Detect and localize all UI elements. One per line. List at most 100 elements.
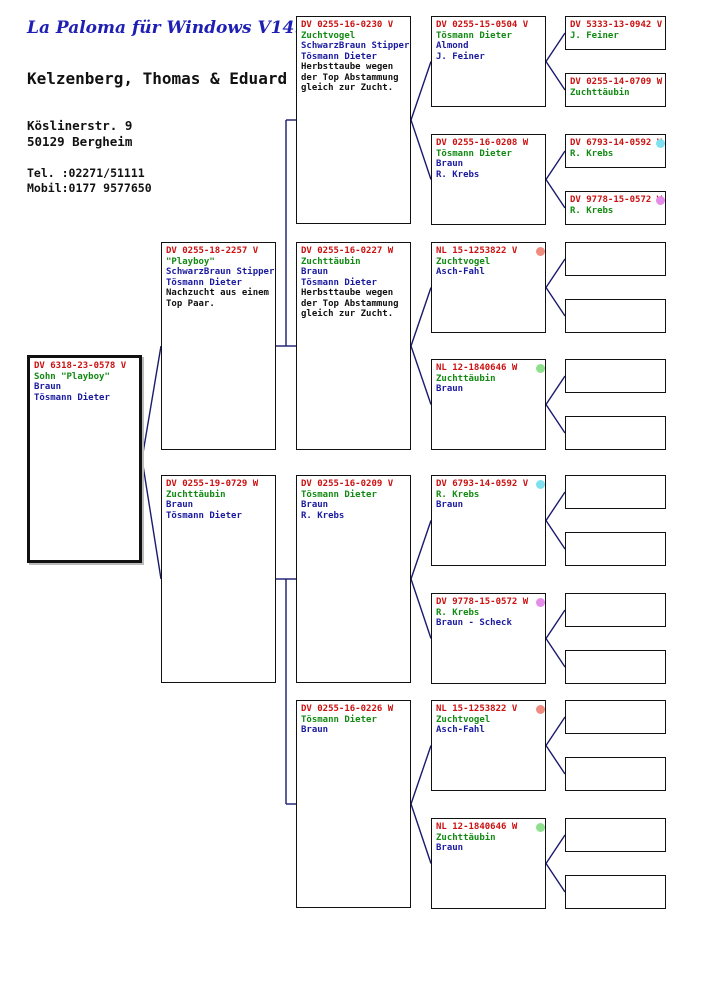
pigeon-card-g4-10[interactable] bbox=[565, 532, 666, 566]
pigeon-info-line: Asch-Fahl bbox=[436, 267, 485, 277]
connector-line bbox=[545, 638, 566, 668]
connector-line bbox=[545, 716, 566, 746]
pigeon-info-line: Tösmann Dieter bbox=[166, 277, 242, 288]
pigeon-info-line: J. Feiner bbox=[436, 51, 485, 62]
pigeon-card-g4-16[interactable] bbox=[565, 875, 666, 909]
pigeon-info-line: Braun bbox=[436, 843, 464, 853]
connector-line bbox=[545, 520, 566, 550]
connector-line bbox=[410, 803, 432, 864]
pigeon-info-line: Herbsttaube wegen der Top Abstammung gle… bbox=[301, 62, 399, 93]
marker-dot-icon bbox=[536, 823, 545, 832]
marker-dot-icon bbox=[536, 705, 545, 714]
owner-street: Köslinerstr. 9 bbox=[27, 118, 133, 133]
connector-line bbox=[141, 345, 162, 460]
pigeon-info-line: Braun bbox=[301, 267, 329, 277]
pigeon-info-line: Tösmann Dieter bbox=[301, 714, 377, 725]
pigeon-info-line: Almond bbox=[436, 41, 469, 51]
connector-line bbox=[545, 609, 566, 639]
pigeon-card-g4-13[interactable] bbox=[565, 700, 666, 734]
pigeon-card-g4-7[interactable] bbox=[565, 359, 666, 393]
pigeon-info-line: Braun bbox=[34, 382, 62, 392]
pigeon-info-line: Braun bbox=[301, 725, 329, 735]
pigeon-info-line: Tösmann Dieter bbox=[301, 51, 377, 62]
owner-phone: Tel. :02271/51111 bbox=[27, 166, 145, 180]
ring-number: DV 6793-14-0592 V bbox=[570, 138, 663, 148]
pigeon-info-line: Tösmann Dieter bbox=[34, 392, 110, 403]
pigeon-info-line: Zuchttäubin bbox=[436, 373, 496, 384]
ring-number: DV 0255-18-2257 V bbox=[166, 246, 259, 256]
ring-number: DV 0255-16-0227 W bbox=[301, 246, 394, 256]
pigeon-info-line: "Playboy" bbox=[166, 256, 215, 267]
ring-number: NL 15-1253822 V bbox=[436, 246, 518, 256]
pigeon-info-line: Zuchttäubin bbox=[436, 832, 496, 843]
marker-dot-icon bbox=[536, 598, 545, 607]
connector-line bbox=[545, 375, 566, 405]
pigeon-info-line: Tösmann Dieter bbox=[301, 277, 377, 288]
pigeon-info-line: Braun bbox=[436, 159, 464, 169]
pigeon-info-line: Sohn "Playboy" bbox=[34, 371, 110, 382]
pigeon-info-line: Tösmann Dieter bbox=[301, 489, 377, 500]
marker-dot-icon bbox=[536, 247, 545, 256]
app-title: La Paloma für Windows V14.01 bbox=[27, 18, 324, 38]
connector-line bbox=[545, 834, 566, 864]
pigeon-info-line: Herbsttaube wegen der Top Abstammung gle… bbox=[301, 288, 399, 319]
connector-line bbox=[410, 745, 432, 805]
connector-line bbox=[410, 119, 432, 180]
pigeon-info-line: Braun bbox=[166, 500, 194, 510]
owner-city: 50129 Bergheim bbox=[27, 134, 133, 149]
owner-name: Kelzenberg, Thomas & Eduard bbox=[27, 69, 288, 88]
ring-number: DV 5333-13-0942 V bbox=[570, 20, 663, 30]
connector-line bbox=[545, 32, 566, 62]
pigeon-card-g4-15[interactable] bbox=[565, 818, 666, 852]
ring-number: DV 0255-16-0226 W bbox=[301, 704, 394, 714]
pigeon-card-g4-14[interactable] bbox=[565, 757, 666, 791]
pigeon-info-line: Zuchtvogel bbox=[436, 714, 491, 725]
connector-line bbox=[410, 287, 432, 347]
ring-number: NL 12-1840646 W bbox=[436, 363, 518, 373]
ring-number: DV 9778-15-0572 W bbox=[436, 597, 529, 607]
pigeon-card-father[interactable]: DV 0255-18-2257 V"Playboy"SchwarzBraun S… bbox=[161, 242, 276, 450]
pigeon-card-g4-9[interactable] bbox=[565, 475, 666, 509]
pigeon-card-g4-11[interactable] bbox=[565, 593, 666, 627]
pigeon-card-g4-6[interactable] bbox=[565, 299, 666, 333]
pigeon-info-line: Tösmann Dieter bbox=[436, 148, 512, 159]
pigeon-info-line: Zuchttäubin bbox=[166, 489, 226, 500]
marker-dot-icon bbox=[536, 480, 545, 489]
pigeon-info-line: Zuchttäubin bbox=[570, 87, 630, 98]
ring-number: DV 6793-14-0592 V bbox=[436, 479, 529, 489]
pigeon-info-line: R. Krebs bbox=[436, 607, 480, 618]
pigeon-info-line: R. Krebs bbox=[570, 148, 614, 159]
pigeon-card-g4-5[interactable] bbox=[565, 242, 666, 276]
pigeon-info-line: R. Krebs bbox=[436, 169, 480, 180]
pigeon-info-line: Zuchtvogel bbox=[436, 256, 491, 267]
connector-line bbox=[141, 458, 162, 580]
pigeon-info-line: Braun - Scheck bbox=[436, 618, 512, 628]
pigeon-info-line: R. Krebs bbox=[570, 205, 614, 216]
pigeon-card-g4-8[interactable] bbox=[565, 416, 666, 450]
pigeon-info-line: Braun bbox=[301, 500, 329, 510]
pigeon-info-line: Tösmann Dieter bbox=[436, 30, 512, 41]
ring-number: DV 0255-14-0709 W bbox=[570, 77, 663, 87]
ring-number: NL 12-1840646 W bbox=[436, 822, 518, 832]
connector-line bbox=[545, 61, 566, 91]
pigeon-info-line: Asch-Fahl bbox=[436, 725, 485, 735]
pigeon-card-g4-12[interactable] bbox=[565, 650, 666, 684]
